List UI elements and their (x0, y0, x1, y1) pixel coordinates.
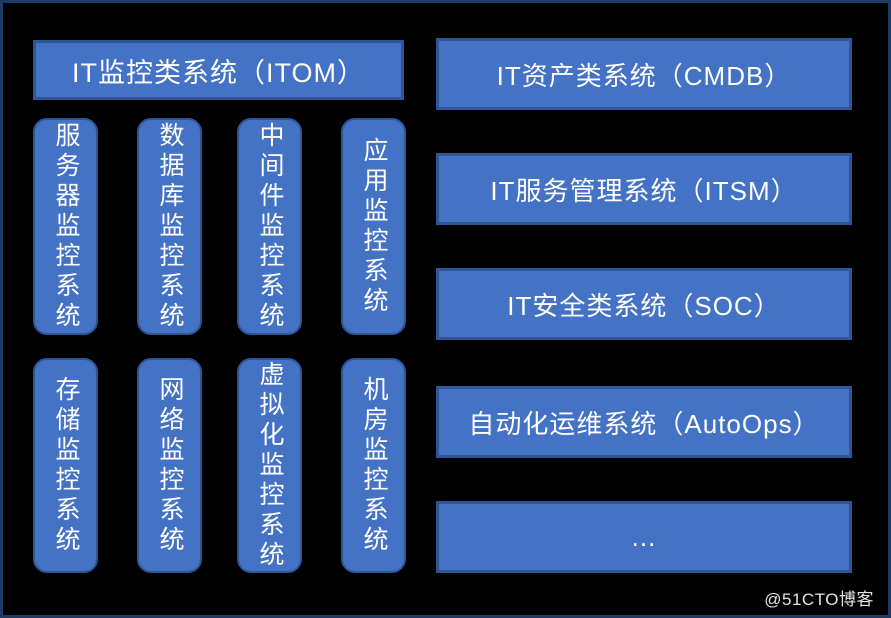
monitor-box-virtualization: 虚拟化监控系统 (237, 358, 302, 573)
monitor-box-storage: 存储监控系统 (33, 358, 98, 573)
system-box-autoops-label: 自动化运维系统（AutoOps） (468, 408, 820, 439)
monitor-box-middleware: 中间件监控系统 (237, 118, 302, 335)
watermark-51cto: @51CTO博客 (764, 590, 874, 609)
monitor-box-application-label: 应用监控系统 (360, 136, 388, 317)
monitor-box-middleware-label: 中间件监控系统 (256, 121, 284, 332)
system-box-cmdb: IT资产类系统（CMDB） (436, 38, 852, 110)
monitor-box-database-label: 数据库监控系统 (156, 121, 184, 332)
monitor-box-virtualization-label: 虚拟化监控系统 (256, 360, 284, 571)
system-box-ellipsis-label: ... (631, 521, 657, 552)
system-box-soc-label: IT安全类系统（SOC） (507, 290, 781, 321)
monitor-box-application: 应用监控系统 (341, 118, 406, 335)
system-box-ellipsis: ... (436, 501, 852, 573)
system-box-autoops: 自动化运维系统（AutoOps） (436, 386, 852, 458)
system-box-itsm: IT服务管理系统（ITSM） (436, 153, 852, 225)
monitor-box-server-label: 服务器监控系统 (52, 121, 80, 332)
monitor-box-datacenter-label: 机房监控系统 (360, 375, 388, 556)
itom-header-label: IT监控类系统（ITOM） (72, 57, 365, 88)
itom-header-box: IT监控类系统（ITOM） (33, 40, 404, 100)
monitor-box-network: 网络监控系统 (137, 358, 202, 573)
monitor-box-network-label: 网络监控系统 (156, 375, 184, 556)
monitor-box-storage-label: 存储监控系统 (52, 375, 80, 556)
system-box-soc: IT安全类系统（SOC） (436, 268, 852, 340)
monitor-box-database: 数据库监控系统 (137, 118, 202, 335)
system-box-cmdb-label: IT资产类系统（CMDB） (496, 60, 792, 91)
system-box-itsm-label: IT服务管理系统（ITSM） (490, 175, 798, 206)
monitor-box-server: 服务器监控系统 (33, 118, 98, 335)
monitor-box-datacenter: 机房监控系统 (341, 358, 406, 573)
